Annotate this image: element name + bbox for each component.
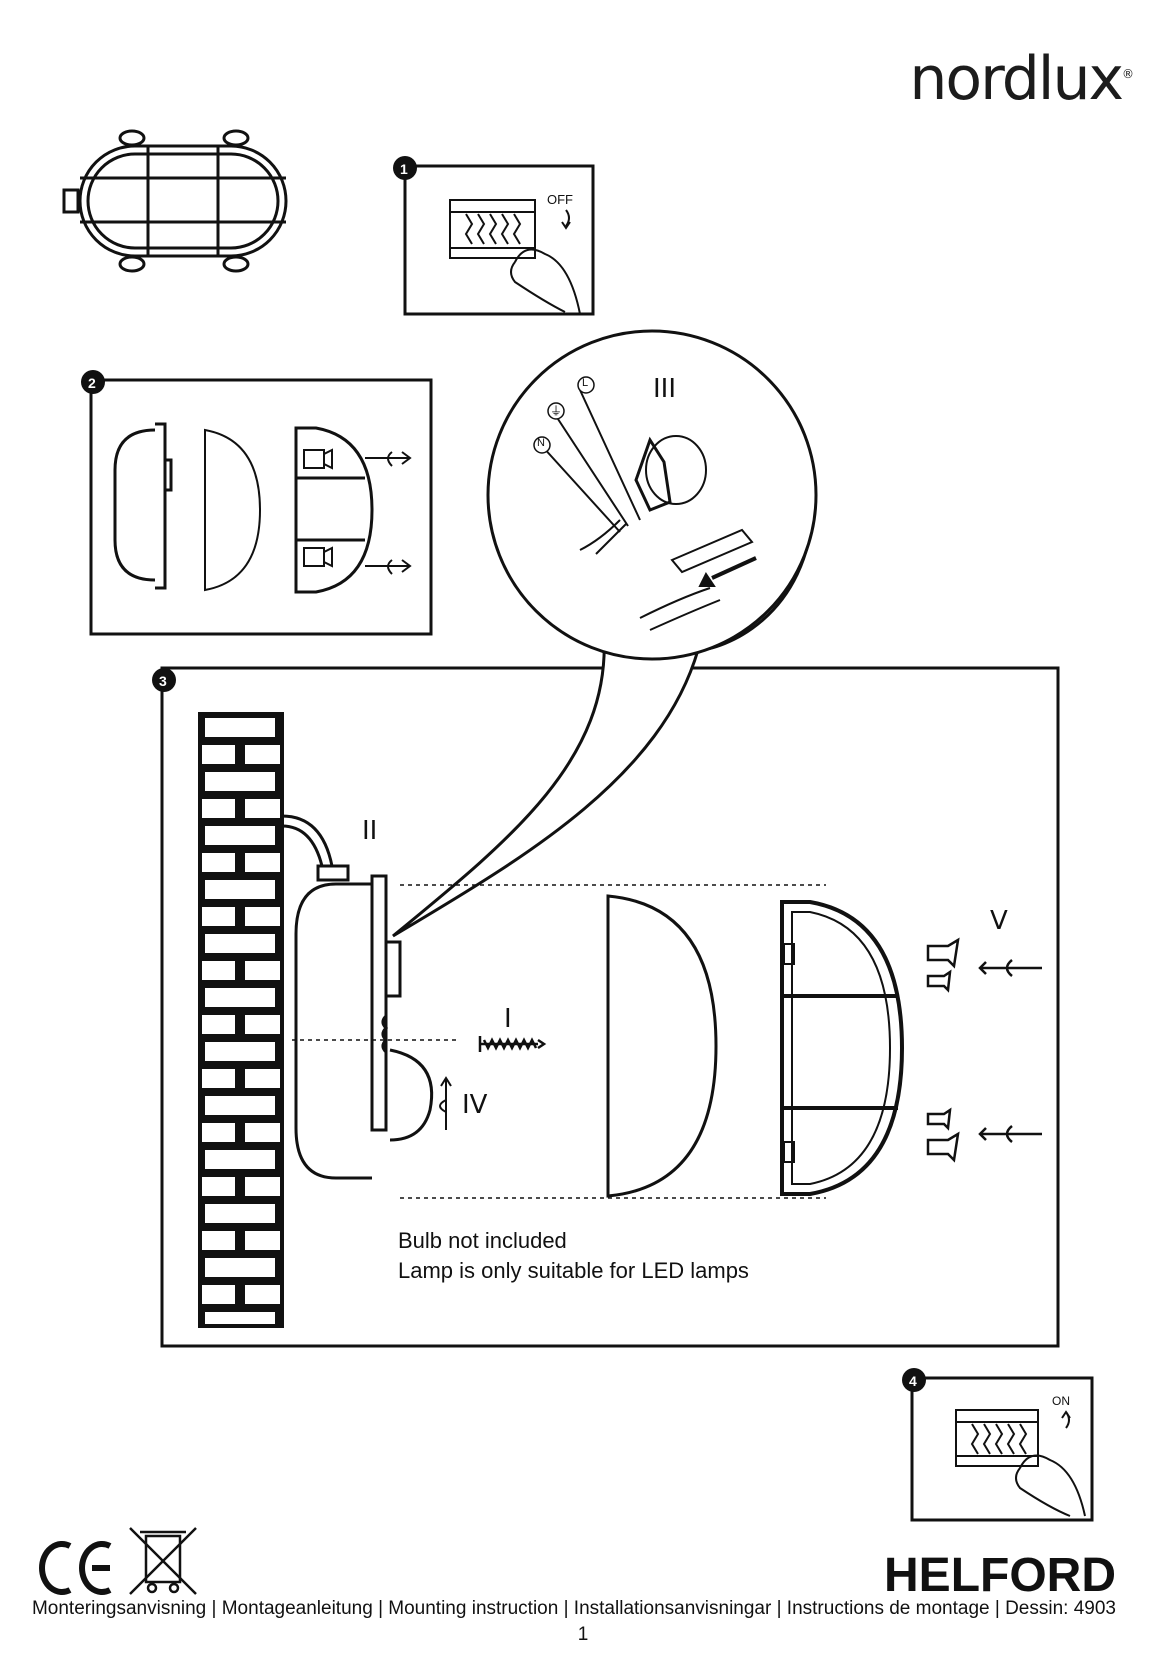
- wire-label-live: L: [582, 377, 589, 389]
- brand-logo: nordlux®: [909, 44, 1134, 114]
- on-label: ON: [1052, 1394, 1070, 1408]
- mounting-screw: [478, 1036, 547, 1052]
- step-3-badge: [152, 668, 176, 692]
- wall-cable: [281, 814, 334, 867]
- step-1-number: 1: [400, 161, 408, 177]
- ce-mark-icon: [39, 1541, 112, 1595]
- step-4-number: 4: [909, 1373, 917, 1389]
- wire-label-neutral: N: [537, 437, 545, 449]
- brand-logo-text: nordlux: [909, 44, 1124, 114]
- diffuser: [606, 894, 718, 1198]
- step-2-number: 2: [88, 375, 96, 391]
- step-3-number: 3: [159, 673, 167, 689]
- guide-lines: [400, 884, 826, 1199]
- label-ii: II: [362, 816, 378, 846]
- cage: [780, 900, 905, 1196]
- step-1-badge: [393, 156, 417, 180]
- wing-nuts: [926, 937, 1042, 1163]
- detail-circle: [486, 329, 818, 661]
- step-2-panel: [89, 378, 433, 636]
- wire-label-earth: ⏚: [550, 404, 563, 418]
- product-name: HELFORD: [884, 1549, 1116, 1602]
- label-iv: IV: [462, 1090, 488, 1120]
- label-i: I: [504, 1004, 512, 1034]
- step-4-badge: [902, 1368, 926, 1392]
- page-number: 1: [577, 1624, 589, 1645]
- footer-text: Monteringsanvisning | Montageanleitung |…: [31, 1598, 1116, 1619]
- off-label: OFF: [547, 192, 573, 207]
- step-1-panel: [403, 164, 595, 316]
- brick-wall: [198, 712, 284, 1328]
- wire-badges: [533, 376, 595, 454]
- weee-bin-icon: [129, 1527, 197, 1595]
- registered-mark: ®: [1122, 67, 1134, 81]
- note-bulb: Bulb not included: [398, 1228, 567, 1253]
- label-v: V: [990, 906, 1008, 936]
- step-2-badge: [81, 370, 105, 394]
- note-led: Lamp is only suitable for LED lamps: [398, 1258, 749, 1283]
- lamp-base: [292, 864, 456, 1180]
- detail-roman-label: III: [653, 374, 677, 404]
- socket-wiring-detail: [541, 389, 757, 631]
- lamp-front-view: [62, 129, 288, 273]
- bulb-rotate-arrow: [439, 1076, 452, 1130]
- step-4-panel: [910, 1376, 1094, 1522]
